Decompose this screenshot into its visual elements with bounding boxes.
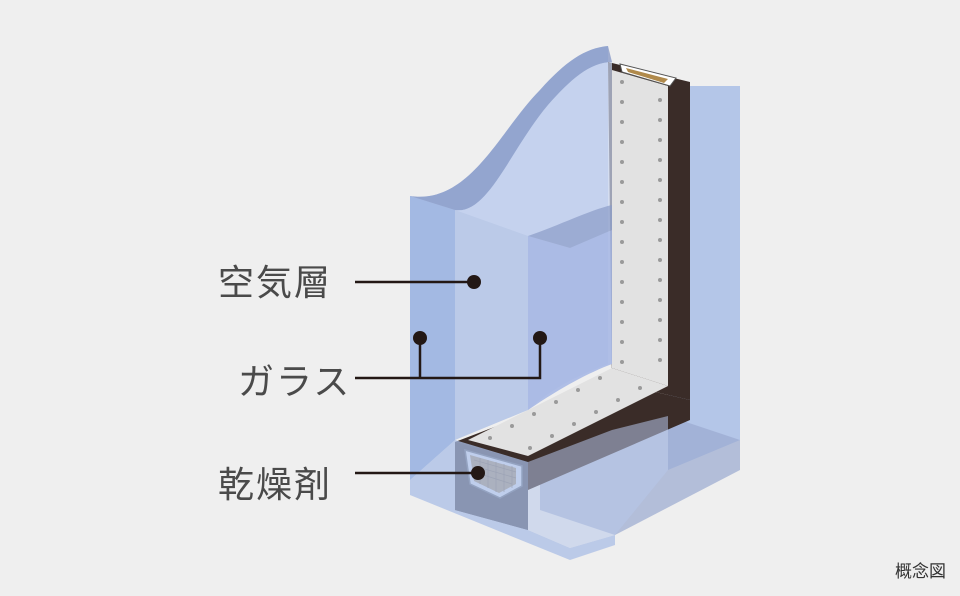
front-glass-top (410, 46, 612, 211)
front-glass-bottom (410, 440, 615, 560)
leader-air-layer (355, 275, 481, 289)
front-glass-bottom-face (528, 416, 668, 548)
front-glass-pane (410, 46, 668, 560)
leader-glass (355, 331, 547, 380)
air-layer-label: 空気層 (218, 263, 333, 304)
front-glass-edge (410, 196, 455, 480)
desiccant-top (619, 63, 677, 87)
spacer-face (468, 70, 668, 456)
front-glass-step (528, 230, 612, 410)
leader-desiccant (355, 466, 485, 480)
desiccant-label: 乾燥剤 (218, 465, 333, 506)
concept-caption: 概念図 (895, 562, 946, 582)
glass-label: ガラス (238, 362, 352, 403)
front-glass-step-top (528, 205, 612, 248)
spacer-face-horizontal (468, 368, 668, 456)
spacer-perforations (488, 80, 662, 450)
spacer-face-vertical (612, 70, 668, 386)
